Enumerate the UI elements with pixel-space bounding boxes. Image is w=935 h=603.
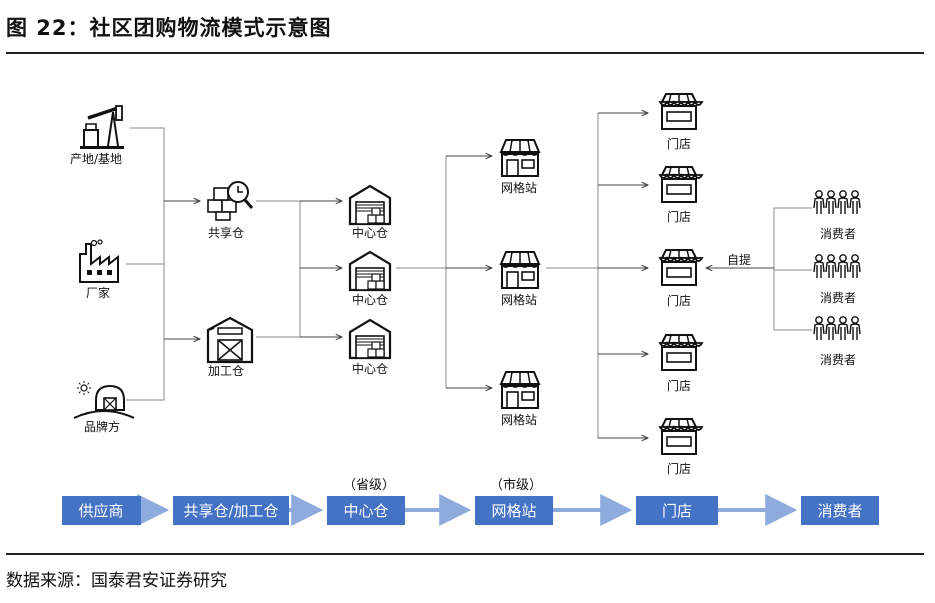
consumer-group-icon (813, 316, 861, 341)
figure-title: 图 22：社区团购物流模式示意图 (6, 16, 332, 40)
node-label-consumer-1: 消费者 (820, 227, 856, 241)
flow-step-store: 门店 (636, 496, 718, 525)
consumer-group-icon (813, 190, 861, 215)
store-icon (659, 93, 703, 130)
flow-step-shared-process: 共享仓/加工仓 (173, 496, 289, 525)
oil-rig-icon (80, 105, 124, 149)
self-pickup-label: 自提 (727, 252, 751, 267)
consumer-group-icon (813, 254, 861, 279)
svg-text:网格站: 网格站 (491, 502, 536, 520)
central-warehouse-icon (348, 184, 392, 226)
brand-barn-icon (73, 381, 135, 419)
node-label-grid-2: 网格站 (501, 292, 537, 307)
node-label-shared: 共享仓 (208, 225, 244, 240)
consumer-bracket-line (773, 207, 812, 331)
svg-text:中心仓: 中心仓 (343, 502, 388, 520)
store-icon (659, 334, 703, 371)
node-label-store-5: 门店 (667, 461, 691, 476)
node-label-central-2: 中心仓 (352, 292, 388, 307)
top-rule (6, 52, 924, 54)
node-label-origin: 产地/基地 (70, 152, 122, 166)
bottom-rule (6, 553, 924, 555)
node-label-brand: 品牌方 (84, 419, 120, 434)
node-label-process: 加工仓 (208, 364, 244, 378)
node-label-store-2: 门店 (667, 209, 691, 224)
node-label-store-1: 门店 (667, 136, 691, 151)
svg-text:共享仓/加工仓: 共享仓/加工仓 (183, 502, 278, 520)
node-label-grid-1: 网格站 (501, 180, 537, 195)
store-icon (659, 418, 703, 455)
svg-text:供应商: 供应商 (78, 502, 123, 520)
shared-process-bracket (256, 200, 301, 338)
flow-step-central: 中心仓 (327, 496, 405, 525)
source-note: 数据来源：国泰君安证券研究 (6, 571, 227, 591)
node-label-central-3: 中心仓 (352, 361, 388, 376)
node-label-central-1: 中心仓 (352, 225, 388, 240)
flow-step-supplier: 供应商 (62, 496, 141, 525)
node-label-consumer-3: 消费者 (820, 353, 856, 367)
grid-station-icon (500, 371, 540, 409)
grid-station-icon (500, 251, 540, 289)
level-label-central: （省级） (343, 478, 395, 493)
processing-warehouse-icon (206, 316, 254, 364)
central-warehouse-icon (348, 250, 392, 292)
factory-icon (79, 239, 119, 283)
svg-text:消费者: 消费者 (817, 502, 862, 520)
store-icon (659, 249, 703, 286)
node-label-factory: 厂家 (86, 285, 110, 300)
svg-text:门店: 门店 (662, 502, 692, 520)
node-label-consumer-2: 消费者 (820, 291, 856, 305)
store-icon (659, 166, 703, 203)
level-label-grid: （市级） (490, 477, 542, 493)
flow-step-consumer: 消费者 (801, 496, 879, 525)
node-label-store-4: 门店 (667, 378, 691, 393)
flow-step-grid: 网格站 (475, 496, 553, 525)
node-label-grid-3: 网格站 (501, 412, 537, 427)
central-warehouse-icon (348, 318, 392, 360)
grid-station-icon (500, 139, 540, 177)
shared-warehouse-icon (207, 181, 254, 221)
node-label-store-3: 门店 (667, 293, 691, 308)
